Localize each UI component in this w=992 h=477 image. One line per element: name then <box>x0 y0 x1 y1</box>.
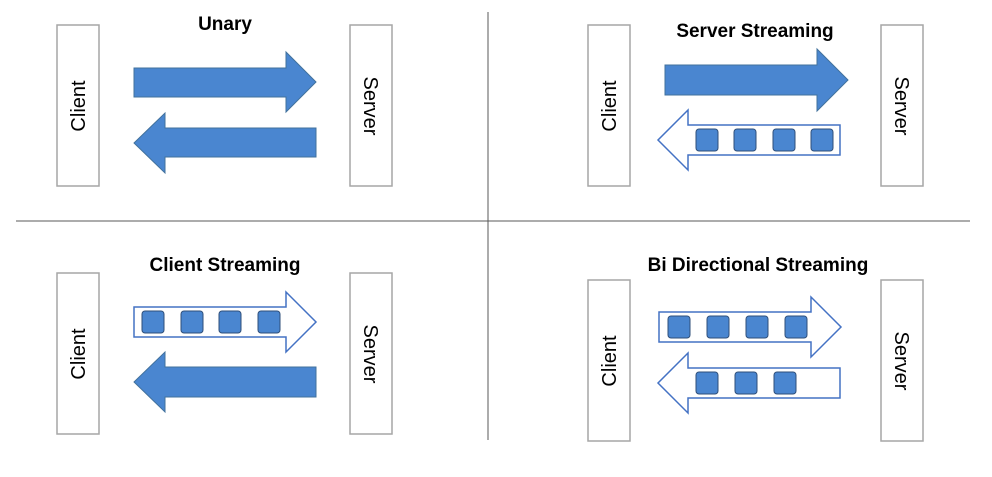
request-message <box>745 315 769 339</box>
panel-title: Server Streaming <box>676 21 833 42</box>
response-message <box>733 128 757 152</box>
response-message <box>695 371 719 395</box>
server-label: Server <box>359 77 381 136</box>
panel-title: Client Streaming <box>150 255 301 276</box>
request-message <box>706 315 730 339</box>
panel-bidirectional-streaming: Bi Directional Streaming Client Server <box>587 255 924 442</box>
client-label: Client <box>599 80 621 132</box>
response-arrow <box>133 111 317 175</box>
server-box <box>880 279 924 442</box>
response-message <box>773 371 797 395</box>
panel-title: Unary <box>198 14 252 35</box>
server-box <box>349 24 393 187</box>
panel-title: Bi Directional Streaming <box>648 255 869 276</box>
client-box <box>56 24 100 187</box>
server-label: Server <box>890 332 912 391</box>
server-label: Server <box>359 325 381 384</box>
response-message <box>695 128 719 152</box>
panel-client-streaming: Client Streaming Client Server <box>56 255 393 435</box>
request-message <box>667 315 691 339</box>
request-message <box>784 315 808 339</box>
request-arrow <box>664 47 849 113</box>
response-arrow <box>133 350 317 414</box>
request-message <box>257 310 281 334</box>
request-message <box>218 310 242 334</box>
client-label: Client <box>599 335 621 387</box>
response-message <box>734 371 758 395</box>
response-message <box>810 128 834 152</box>
client-box <box>587 279 631 442</box>
client-label: Client <box>68 80 90 132</box>
client-box <box>56 272 100 435</box>
server-box <box>880 24 924 187</box>
server-box <box>349 272 393 435</box>
panel-server-streaming: Server Streaming Client Server <box>587 21 924 187</box>
request-message <box>180 310 204 334</box>
request-message <box>141 310 165 334</box>
request-arrow <box>133 50 317 114</box>
client-box <box>587 24 631 187</box>
client-label: Client <box>68 328 90 380</box>
response-message <box>772 128 796 152</box>
server-label: Server <box>890 77 912 136</box>
panel-unary: Unary Client Server <box>56 14 393 187</box>
